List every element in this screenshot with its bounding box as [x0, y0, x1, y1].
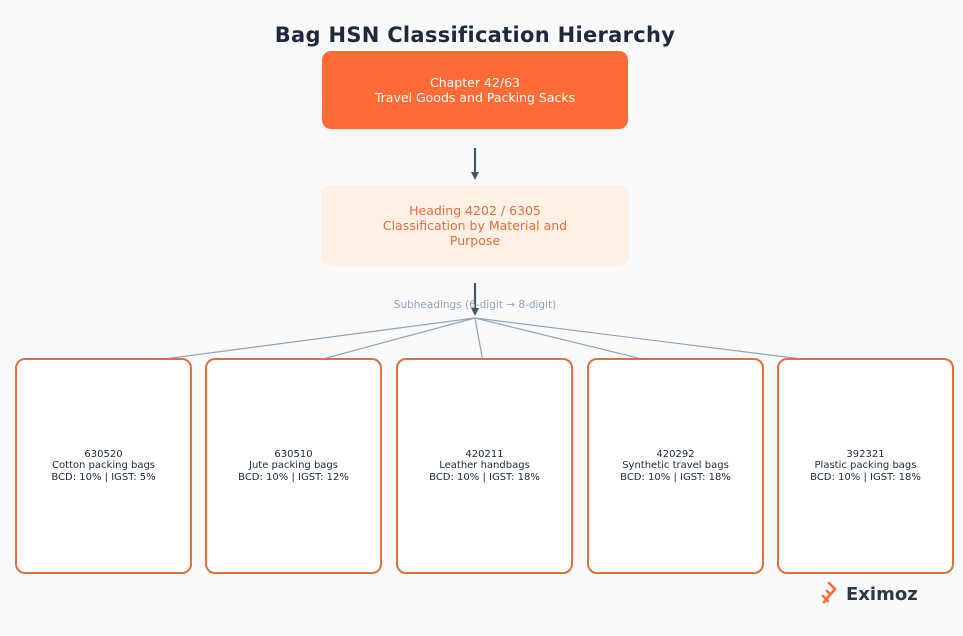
- leaf-node-cotton: 630520 Cotton packing bags BCD: 10% | IG…: [15, 358, 192, 574]
- leaf-duty: BCD: 10% | IGST: 18%: [429, 471, 540, 483]
- leaf-duty: BCD: 10% | IGST: 18%: [620, 471, 731, 483]
- heading-node: Heading 4202 / 6305 Classification by Ma…: [321, 185, 629, 266]
- chapter-node: Chapter 42/63 Travel Goods and Packing S…: [322, 51, 628, 129]
- leaf-node-jute: 630510 Jute packing bags BCD: 10% | IGST…: [205, 358, 382, 574]
- leaf-name: Plastic packing bags: [814, 460, 917, 472]
- heading-number: Heading 4202 / 6305: [409, 203, 541, 218]
- leaf-node-plastic: 392321 Plastic packing bags BCD: 10% | I…: [777, 358, 954, 574]
- leaf-name: Synthetic travel bags: [622, 460, 729, 472]
- eximoz-logo: Eximoz: [820, 581, 918, 607]
- leaf-code: 630510: [274, 448, 313, 460]
- leaf-duty: BCD: 10% | IGST: 18%: [810, 471, 921, 483]
- leaf-code: 420292: [656, 448, 695, 460]
- chapter-description: Travel Goods and Packing Sacks: [374, 90, 576, 105]
- heading-description: Classification by Material and Purpose: [382, 218, 568, 248]
- leaf-name: Jute packing bags: [249, 460, 338, 472]
- diagram-title: Bag HSN Classification Hierarchy: [274, 23, 676, 47]
- subheadings-label: Subheadings (6-digit → 8-digit): [393, 299, 557, 311]
- logo-text: Eximoz: [846, 583, 918, 605]
- leaf-code: 630520: [84, 448, 123, 460]
- leaf-node-leather: 420211 Leather handbags BCD: 10% | IGST:…: [396, 358, 573, 574]
- leaf-node-synthetic: 420292 Synthetic travel bags BCD: 10% | …: [587, 358, 764, 574]
- leaf-name: Cotton packing bags: [51, 460, 156, 472]
- leaf-code: 420211: [465, 448, 504, 460]
- leaf-duty: BCD: 10% | IGST: 5%: [51, 471, 156, 483]
- leaf-code: 392321: [846, 448, 885, 460]
- chapter-number: Chapter 42/63: [430, 75, 520, 90]
- leaf-name: Leather handbags: [439, 460, 530, 472]
- leaf-duty: BCD: 10% | IGST: 12%: [238, 471, 349, 483]
- eximoz-logo-icon: [821, 581, 837, 604]
